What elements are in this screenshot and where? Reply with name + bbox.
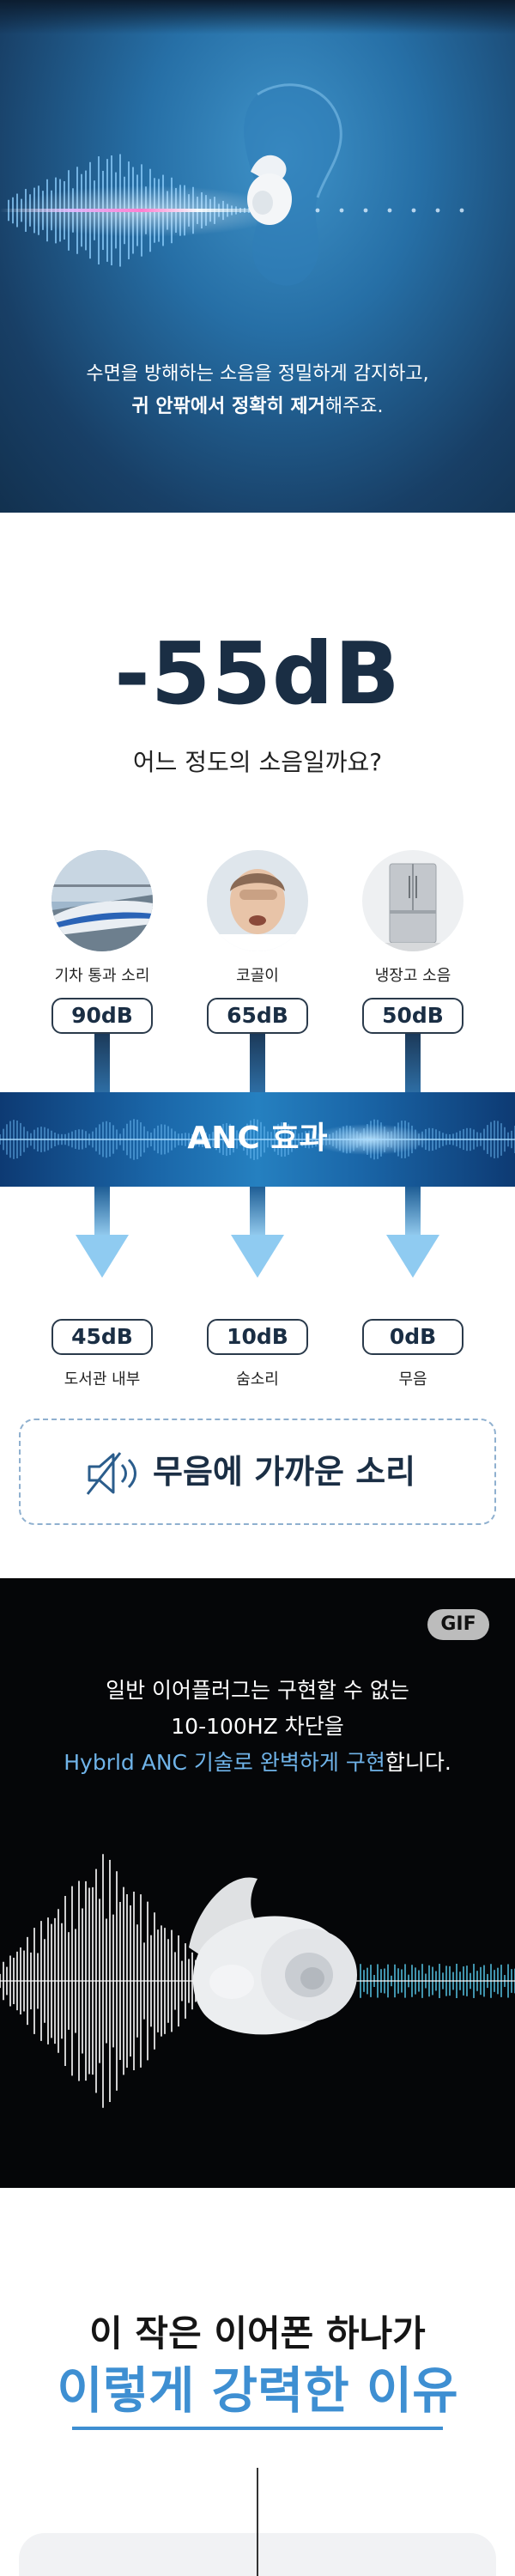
source-label-fridge: 냉장고 소음 bbox=[374, 967, 451, 985]
hero-top-shade bbox=[0, 0, 515, 34]
result-label-silence: 무음 bbox=[398, 1370, 427, 1388]
hero-caption-rest: 해주죠. bbox=[324, 396, 384, 417]
connector-bar bbox=[94, 1034, 110, 1094]
hybrid-anc-line3: Hybrld ANC 기술로 완벽하게 구현합니다. bbox=[0, 1745, 515, 1781]
hybrid-anc-line2: 10-100HZ 차단을 bbox=[171, 1714, 344, 1739]
anc-band bbox=[0, 1092, 515, 1187]
hero-caption-bold: 귀 안팎에서 정확히 제거 bbox=[131, 396, 325, 417]
dotted-line bbox=[315, 208, 464, 213]
earbud-icon bbox=[189, 1877, 357, 2035]
noise-question: 어느 정도의 소음일까요? bbox=[132, 748, 383, 776]
connector-bar bbox=[405, 1034, 421, 1094]
ear-shape bbox=[244, 84, 342, 286]
waveform-earbud-illustration bbox=[0, 1854, 515, 2108]
divider-line bbox=[257, 2468, 258, 2576]
hybrid-anc-section bbox=[0, 1578, 515, 2188]
reason-heading-underline bbox=[72, 2427, 443, 2430]
gif-badge: GIF bbox=[427, 1609, 489, 1640]
fridge-image bbox=[362, 850, 464, 951]
hybrid-anc-highlight: Hybrld ANC 기술로 완벽하게 구현 bbox=[64, 1750, 385, 1775]
reason-heading-line2: 이렇게 강력한 이유 bbox=[57, 2361, 458, 2420]
near-silence-box bbox=[19, 1419, 496, 1525]
hero-illustration bbox=[0, 83, 464, 286]
down-arrow-icon bbox=[231, 1187, 284, 1278]
source-label-train: 기차 통과 소리 bbox=[54, 967, 150, 985]
reason-heading-line1: 이 작은 이어폰 하나가 bbox=[89, 2312, 426, 2354]
source-db-fridge: 50dB bbox=[362, 998, 464, 1034]
result-label-breathing: 숨소리 bbox=[236, 1370, 279, 1388]
result-label-library: 도서관 내부 bbox=[64, 1370, 141, 1388]
hybrid-anc-line3-rest: 합니다. bbox=[385, 1750, 451, 1775]
source-db-snoring: 65dB bbox=[207, 998, 308, 1034]
hero-section: 수면을 방해하는 소음을 정밀하게 감지하고, 귀 안팎에서 정확히 제거해주죠… bbox=[0, 0, 515, 513]
result-db-library: 45dB bbox=[52, 1319, 153, 1355]
result-db-silence: 0dB bbox=[362, 1319, 464, 1355]
hybrid-anc-line1: 일반 이어플러그는 구현할 수 없는 bbox=[106, 1678, 409, 1703]
down-arrow-icon bbox=[386, 1187, 439, 1278]
hero-caption-line2: 귀 안팎에서 정확히 제거해주죠. bbox=[0, 390, 515, 424]
train-image bbox=[52, 850, 153, 951]
earbud-icon bbox=[247, 155, 292, 225]
source-label-snoring: 코골이 bbox=[236, 967, 279, 985]
hero-caption: 수면을 방해하는 소음을 정밀하게 감지하고, 귀 안팎에서 정확히 제거해주죠… bbox=[0, 359, 515, 424]
speaker-mute-icon bbox=[86, 1452, 136, 1495]
result-db-breathing: 10dB bbox=[207, 1319, 308, 1355]
down-arrow-icon bbox=[76, 1187, 129, 1278]
snoring-image bbox=[207, 850, 308, 951]
near-silence-text: 무음에 가까운 소리 bbox=[153, 1453, 416, 1491]
hero-caption-line1: 수면을 방해하는 소음을 정밀하게 감지하고, bbox=[86, 363, 429, 385]
connector-bar bbox=[250, 1034, 265, 1094]
noise-reduction-headline: -55dB bbox=[114, 623, 401, 724]
hybrid-anc-description: 일반 이어플러그는 구현할 수 없는 10-100HZ 차단을 Hybrld A… bbox=[0, 1673, 515, 1781]
source-db-train: 90dB bbox=[52, 998, 153, 1034]
anc-effect-title: ANC 효과 bbox=[187, 1121, 328, 1156]
